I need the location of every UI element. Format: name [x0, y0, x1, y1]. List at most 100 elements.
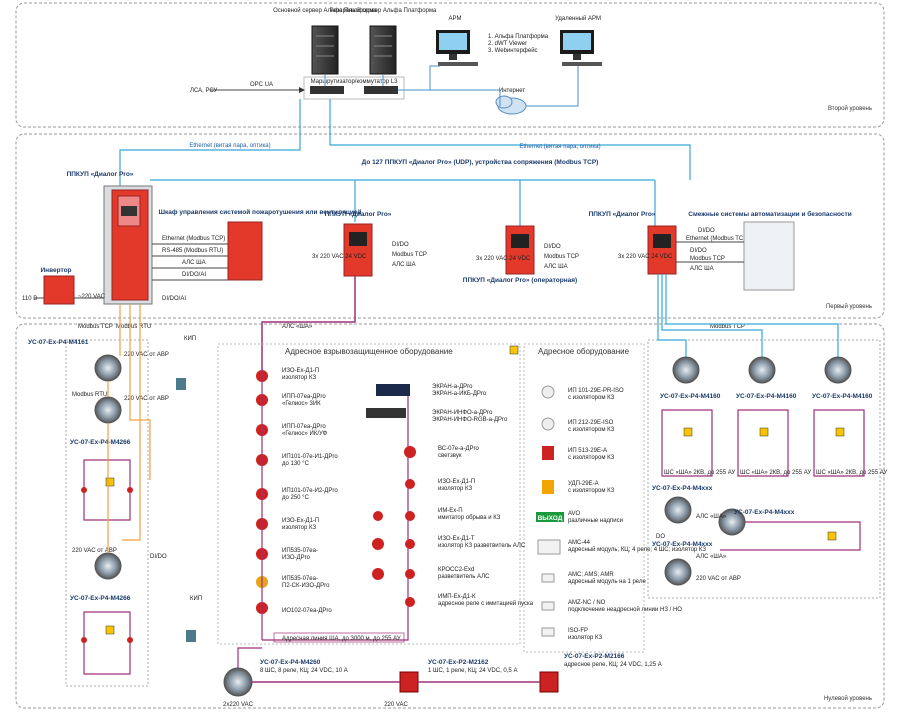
bottom-nodes: УС-07-Ex-P4-M4260 8 ШС, 8 реле, КЦ; 24 V… [223, 653, 662, 708]
first-level-frame [15, 133, 885, 319]
udp-note: До 127 ППКУП «Диалог Pro» (UDP), устройс… [362, 158, 599, 166]
kip-1-icon [176, 378, 186, 390]
main-panel-cabinet [103, 185, 153, 305]
panel2-power: 3х 220 VAC 24 VDC [312, 254, 367, 260]
ad-4-desc: с изолятором КЗ [568, 488, 615, 494]
related-systems-cabinet [743, 221, 795, 291]
left-node-1-label: УС-07-Ex-P4-M4161 [28, 339, 89, 346]
left-ex-badge-1 [105, 477, 115, 487]
bottom-node-3 [539, 671, 559, 693]
panel3-line-2: Modbus TCP [544, 254, 579, 260]
ad-5-name: AVO [568, 511, 581, 517]
right-strip-3: ШС «ША» 2КВ, до 255 АУ [816, 470, 887, 476]
ex-r-4-name: ИЗО-Ex-Д1-П [438, 479, 475, 485]
ad-6-name: AMC-44 [568, 540, 591, 546]
router-left [310, 86, 344, 94]
panel3-line-1: DI/DO [544, 244, 561, 250]
right-mid-3-label: УС-07-Ex-P4-M4xxx [652, 541, 713, 548]
related-systems-label: Смежные системы автоматизации и безопасн… [688, 210, 851, 218]
inverter-220: ~220 VAC [78, 294, 106, 300]
ex-dev-7-desc: ИЗО-ДPro [282, 555, 311, 561]
cabinet-line-3: АЛС ША [182, 260, 206, 266]
panel4-power: 3х 220 VAC 24 VDC [618, 254, 673, 260]
main-panel-modbus-tcp: Modbus TCP [78, 324, 113, 330]
panel2-line-1: DI/DO [392, 242, 409, 248]
bottom-node-2-desc: 1 ШС, 1 реле, КЦ; 24 VDC, 0,5 А [428, 668, 517, 674]
opc-label: OPC UA [250, 82, 273, 88]
left-v220-2: 220 VAC от АВР [124, 396, 169, 402]
right-als-1: АЛС «ША» [696, 514, 727, 520]
panel2-box [343, 223, 373, 277]
ad-4-name: УДП-29Е-А [568, 481, 599, 487]
left-node-2 [94, 396, 122, 424]
address-line-note: Адресная линия ША, до 3000 м, до 255 АУ [282, 636, 401, 642]
main-server-label: Основной сервер Альфа Платформа [273, 7, 377, 14]
address-section-title: Адресное оборудование [538, 347, 630, 356]
remote-arm-label: Удаленный АРМ [555, 15, 601, 22]
ex-r-8-desc: адресное реле с имитацией пуска [438, 600, 534, 607]
left-v220-3: 220 VAC от АВР [72, 548, 117, 554]
arm-app-1: 1. Альфа Платформа [488, 34, 549, 40]
level-second-label: Второй уровень [828, 105, 872, 112]
panel4-line-5: АЛС ША [690, 266, 714, 272]
ethernet-left-label: Ethernet (витая пара, оптика) [189, 143, 270, 149]
reserve-server [369, 25, 397, 75]
right-v220: 220 VAC от АВР [696, 576, 741, 582]
arm-app-2: 2. dWT Viewer [488, 41, 527, 47]
left-kip-2: КИП [190, 596, 202, 602]
panel3-power: 3х 220 VAC 24 VDC [476, 256, 531, 262]
inverter-box [43, 275, 75, 305]
router-label: Маршрутизатор/коммутатор L3 [311, 79, 398, 85]
right-top-3-label: УС-07-Ex-P4-M4160 [812, 393, 873, 400]
second-level-frame [15, 2, 885, 128]
explosion-ex-badge [509, 345, 519, 355]
address-section-frame [523, 343, 645, 653]
ad-8-name: AMZ-NC / NO [568, 600, 606, 606]
cabinet-line-4: DI/DO/AI [182, 272, 206, 278]
right-ex-3 [835, 427, 845, 437]
explosion-devices-right: ЭКРАН-а-ДPro ЭКРАН-а-ИКБ-ДPro ЭКРАН-ИНФО… [366, 384, 534, 607]
ex-r-2-desc: ЭКРАН-ИНФО-RGB-а-ДPro [432, 417, 508, 423]
right-top-1-label: УС-07-Ex-P4-M4160 [660, 393, 721, 400]
panel4-box [647, 225, 677, 275]
left-dido: DI/DO [150, 554, 167, 560]
left-node-3-label: УС-07-Ex-P4-M4266 [70, 595, 131, 602]
ad-3-name: ИП 513-29Е-А [568, 448, 607, 454]
right-mid-node-1 [664, 496, 692, 524]
right-modbus-tcp: Modbus TCP [710, 324, 745, 330]
ex-dev-6-desc: изолятор КЗ [282, 525, 316, 531]
ex-r-2-name: ЭКРАН-ИНФО-а-ДPro [432, 410, 493, 416]
address-devices: ИП 101-29Е-PR-ISO с изолятором КЗ ИП 212… [536, 385, 706, 641]
explosion-devices-left: ИЗО-Ex-Д1-П изолятор КЗ ИПП-07еа-ДPro «Г… [256, 368, 338, 614]
inverter-title: Инвертор [40, 267, 71, 274]
panel3-title: ППКУП «Диалог Pro» (операторная) [463, 277, 577, 284]
bottom-node-2-name: УС-07-Ex-P2-M2162 [428, 659, 489, 666]
bottom-power-2: 220 VAC [384, 702, 408, 708]
right-do: DO [656, 534, 665, 540]
main-panel-title: ППКУП «Диалог Pro» [67, 171, 134, 178]
ex-dev-8-name: ИП535-07еа- [282, 576, 318, 582]
left-node-3 [94, 552, 122, 580]
ethernet-right-label: Ethernet (витая пара, оптика) [519, 144, 600, 150]
ad-9-name: ISO-FP [568, 628, 588, 634]
bottom-node-3-desc: адресное реле, КЦ; 24 VDC, 1,25 А [564, 662, 662, 668]
panel3-line-3: АЛС ША [544, 264, 568, 270]
bottom-node-1-name: УС-07-Ex-P4-M4260 [260, 659, 321, 666]
main-panel-dido-ai: DI/DO/AI [162, 296, 186, 302]
ad-7-name: AMC; AMS; AMR [568, 572, 614, 578]
right-top-node-1 [672, 356, 700, 384]
ex-dev-4-name: ИП101-07е-И1-ДPro [282, 454, 338, 460]
lsa-label: ЛСА, РСУ [190, 88, 218, 94]
left-v220-1: 220 VAC от АВР [124, 352, 169, 358]
ex-dev-6-name: ИЗО-Ex-Д1-П [282, 518, 319, 524]
right-ex-2 [759, 427, 769, 437]
ex-r-7-name: КРОСС2-Ехd [438, 567, 474, 573]
ad-7-desc: адресный модуль на 1 реле [568, 578, 646, 585]
ex-dev-7-name: ИП535-07еа- [282, 548, 318, 554]
remote-arm-monitor-icon [560, 30, 602, 66]
ex-r-3-desc: светзвук [438, 453, 462, 459]
ex-dev-1-desc: изолятор КЗ [282, 375, 316, 381]
panel4-title: ППКУП «Диалог Pro» [589, 211, 656, 218]
explosion-section-frame [217, 343, 521, 645]
ex-dev-3-desc: «Гелиос» ИК/УФ [282, 431, 328, 437]
